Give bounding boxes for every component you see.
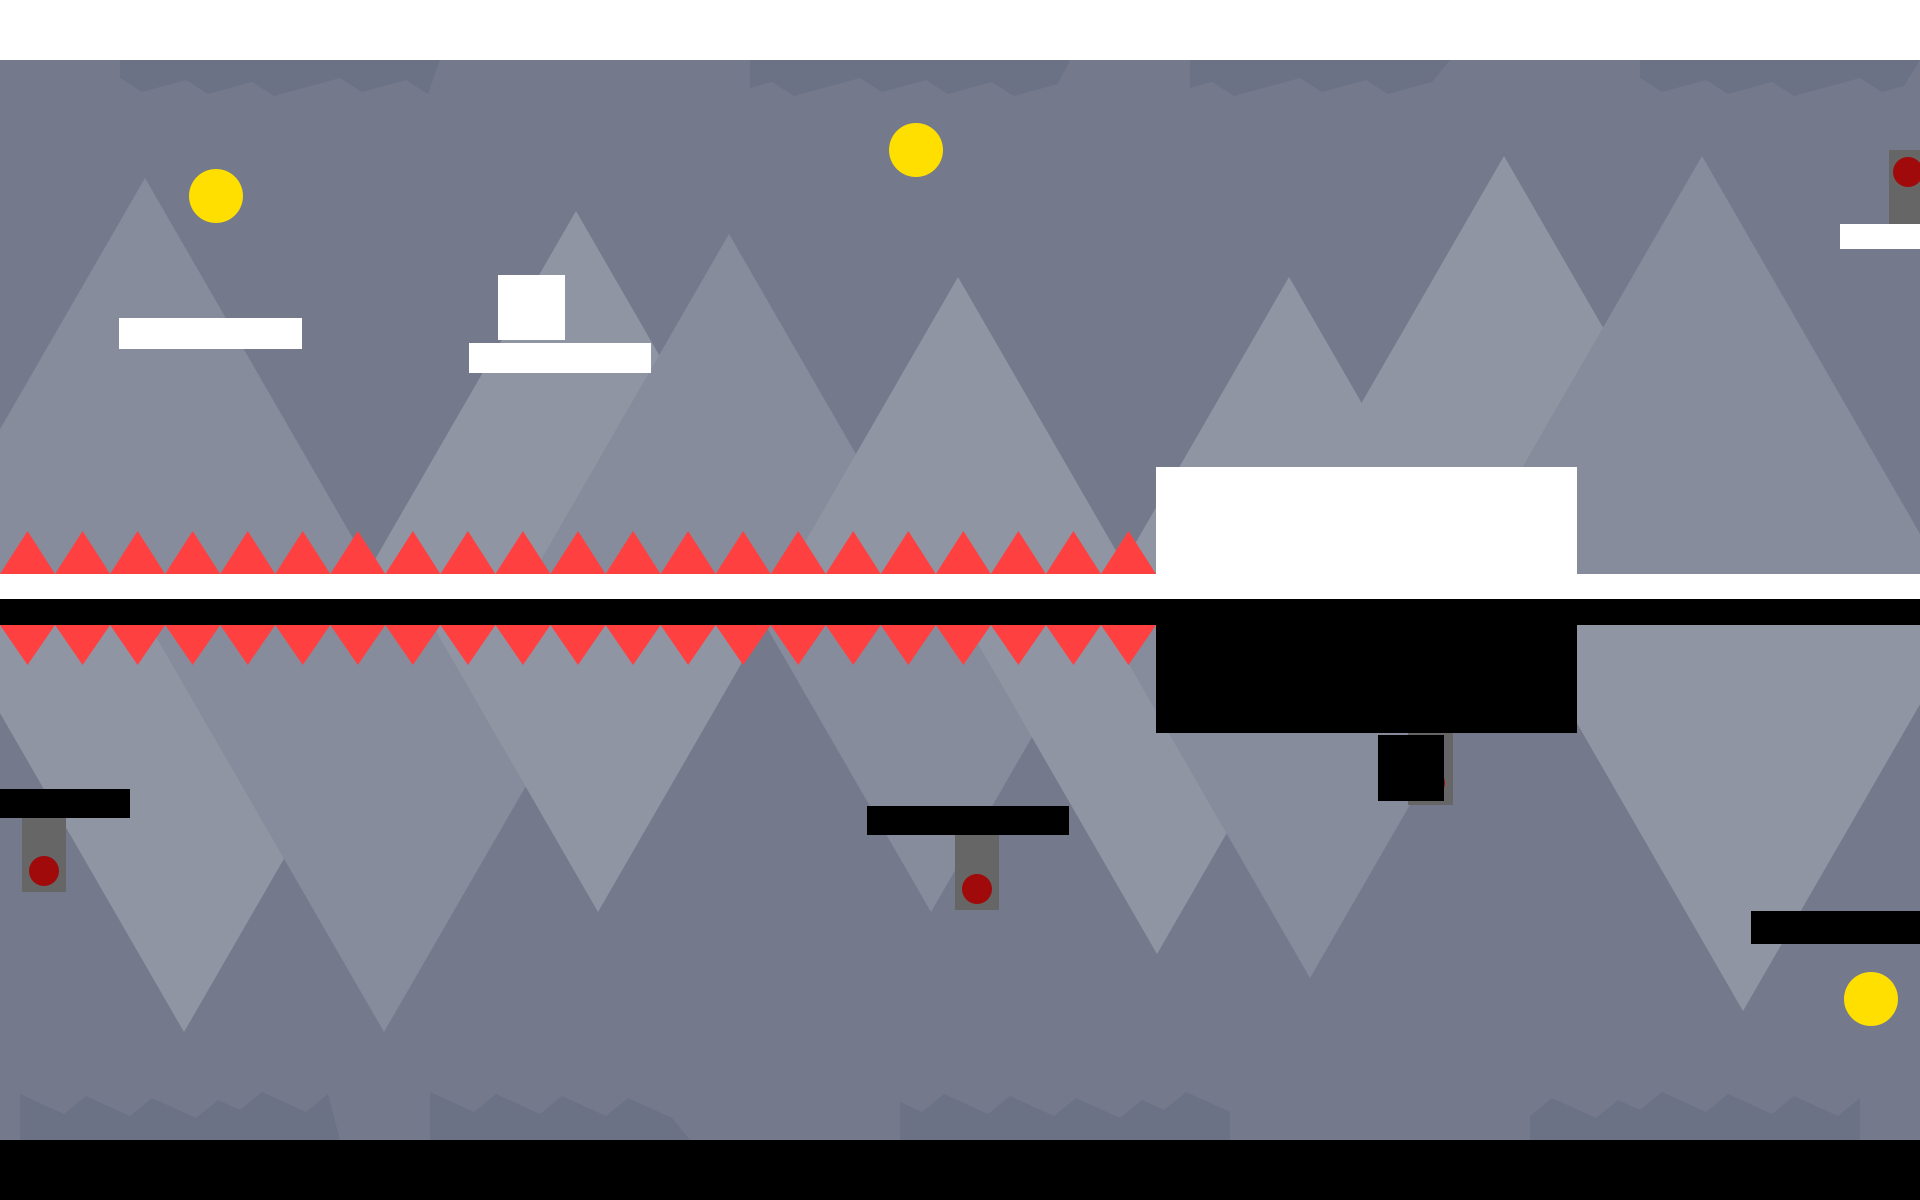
black-platform xyxy=(867,806,1069,835)
spike xyxy=(715,531,771,574)
white-block xyxy=(1156,467,1577,575)
spike xyxy=(220,625,276,665)
foliage xyxy=(1190,60,1450,96)
white-ground-band xyxy=(0,574,1920,599)
spike xyxy=(880,625,936,665)
white-player-cube[interactable] xyxy=(498,275,565,340)
spike xyxy=(660,625,716,665)
spike xyxy=(330,531,386,574)
spike xyxy=(385,625,441,665)
mountain xyxy=(532,234,926,574)
mountain xyxy=(1520,625,1920,1011)
spike xyxy=(440,531,496,574)
mountain xyxy=(0,178,374,574)
spike xyxy=(605,625,661,665)
black-ground-band xyxy=(0,599,1920,625)
foliage xyxy=(430,1092,690,1140)
foliage xyxy=(20,1092,340,1140)
yellow-coin[interactable] xyxy=(189,169,243,223)
spike xyxy=(0,531,56,574)
black-block xyxy=(1156,624,1577,733)
top-white-ceiling xyxy=(0,0,1920,60)
spike xyxy=(55,531,111,574)
spike xyxy=(330,625,386,665)
black-player-cube[interactable] xyxy=(1378,735,1444,801)
mountain xyxy=(432,625,764,912)
yellow-coin[interactable] xyxy=(889,123,943,177)
spike xyxy=(495,531,551,574)
spike xyxy=(1045,625,1101,665)
foliage-decoration xyxy=(20,60,1920,1140)
spike xyxy=(880,531,936,574)
spike xyxy=(770,531,826,574)
yellow-coin[interactable] xyxy=(1844,972,1898,1026)
white-platform xyxy=(119,318,302,349)
spike xyxy=(110,531,166,574)
spike xyxy=(660,531,716,574)
cannon-turret xyxy=(22,818,66,892)
black-platform xyxy=(1751,911,1920,944)
spike xyxy=(220,531,276,574)
spike xyxy=(935,531,991,574)
foliage xyxy=(900,1092,1230,1140)
black-platform xyxy=(0,789,130,818)
spike xyxy=(0,625,56,665)
spike xyxy=(825,625,881,665)
spike xyxy=(165,625,221,665)
spike xyxy=(770,625,826,665)
spike xyxy=(275,625,331,665)
spike xyxy=(110,625,166,665)
spike xyxy=(165,531,221,574)
foliage xyxy=(1530,1092,1860,1140)
spike xyxy=(825,531,881,574)
red-spikes-top-row xyxy=(0,531,1156,574)
spike xyxy=(550,625,606,665)
spike xyxy=(605,531,661,574)
spike xyxy=(550,531,606,574)
cannon-turret xyxy=(1889,150,1920,224)
foliage xyxy=(750,60,1070,96)
spike xyxy=(1100,531,1156,574)
spike xyxy=(440,625,496,665)
spike xyxy=(990,531,1046,574)
spike xyxy=(495,625,551,665)
white-platform xyxy=(469,343,651,373)
spike xyxy=(1045,531,1101,574)
cannon-turret xyxy=(955,835,999,910)
spike xyxy=(55,625,111,665)
spike xyxy=(385,531,441,574)
foliage xyxy=(1640,60,1920,96)
cannonball-icon xyxy=(1893,157,1920,187)
spike xyxy=(935,625,991,665)
spike xyxy=(715,625,771,665)
red-spikes-bottom-row xyxy=(0,625,1156,665)
cannonball-icon xyxy=(29,856,59,886)
spike xyxy=(1100,625,1156,665)
spike xyxy=(990,625,1046,665)
foliage xyxy=(120,60,440,96)
mountain xyxy=(786,277,1130,574)
cannonball-icon xyxy=(962,874,992,904)
spike xyxy=(275,531,331,574)
bottom-black-floor xyxy=(0,1140,1920,1200)
white-platform xyxy=(1840,224,1920,249)
